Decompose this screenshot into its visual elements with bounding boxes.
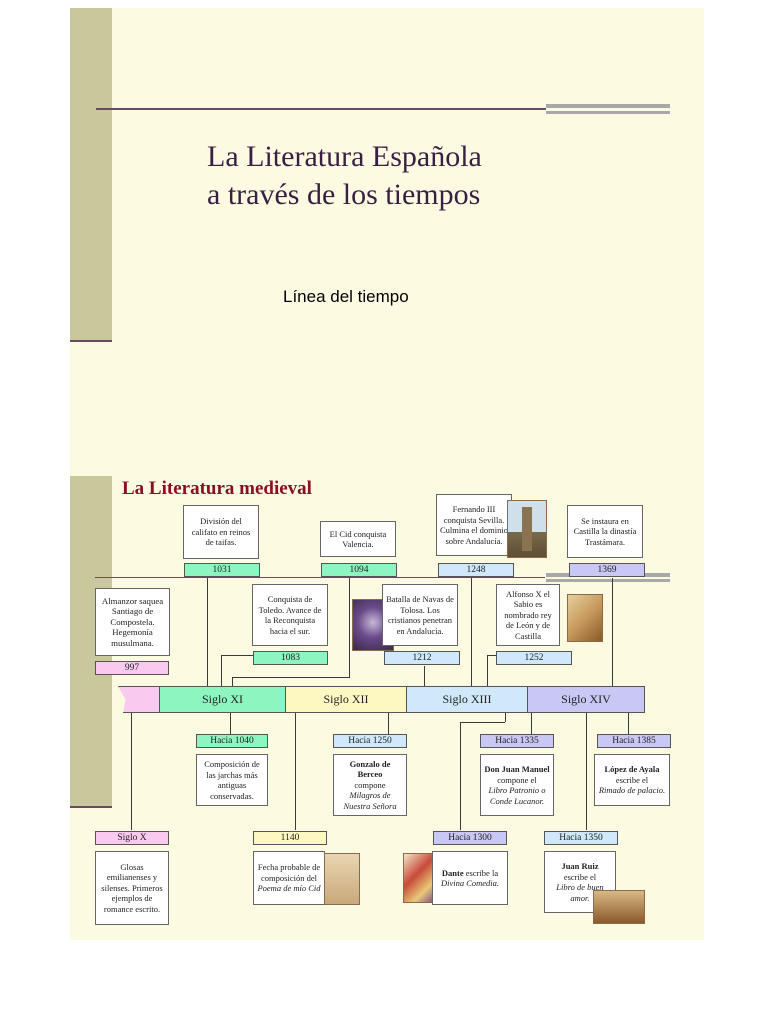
page-title: La Literatura Española a través de los t… [207,138,482,214]
slide1-sidebar-rule [70,340,112,342]
century-siglo-xi: Siglo XI [159,686,286,713]
title-slide: La Literatura Española a través de los t… [70,8,704,476]
date-tag: Hacia 1040 [196,734,268,748]
date-tag: Hacia 1350 [544,831,618,845]
divider-line [95,577,545,578]
work-title: Rimado de palacio. [598,785,666,796]
author-name: Gonzalo de Berceo [349,758,391,780]
literature-verb: compone [354,779,386,790]
title-line-1: La Literatura Española [207,140,482,173]
manuscript-image [567,594,603,642]
slide1-header-rule [96,108,546,110]
slide1-gray-band-2 [546,111,670,114]
connector [487,655,497,656]
work-title: Milagros de Nuestra Señora [343,790,397,811]
connector [207,578,208,686]
connector [295,712,296,830]
work-title: Divina Comedia. [440,878,500,888]
connector [232,677,233,686]
date-tag: 1094 [321,563,397,577]
work-title: Libro Patronio o Conde Lucanor. [488,785,546,806]
page-subtitle: Línea del tiempo [283,287,409,306]
event-text: El Cid conquista Valencia. [320,521,396,557]
connector [471,578,472,686]
connector [221,655,254,656]
connector [586,712,587,830]
literature-text: Gonzalo de Berceo compone Milagros de Nu… [333,754,407,816]
author-name: Don Juan Manuel [484,764,550,774]
date-tag: Hacia 1250 [333,734,407,748]
date-tag: Hacia 1385 [597,734,671,748]
connector [460,722,505,723]
event-text: Almanzor saquea Santiago de Compostela. … [95,588,170,656]
cathedral-image [507,500,547,558]
work-title: Libro de buen amor. [556,882,604,903]
event-text: Alfonso X el Sabio es nombrado rey de Le… [496,584,560,646]
title-line-2: a través de los tiempos [207,178,481,211]
slide2-title: La Literatura medieval [122,478,312,499]
connector [131,712,132,830]
connector [424,666,425,686]
literature-text: López de Ayala escribe el Rimado de pala… [594,754,670,806]
connector [232,677,350,678]
connector [230,712,231,734]
century-siglo-xii: Siglo XII [285,686,407,713]
slide2-sidebar-rule [70,806,112,808]
event-text: Fernando III conquista Sevilla. Culmina … [436,494,512,556]
connector [349,578,350,678]
poem-manuscript-image [324,853,360,905]
work-title: Poema de mío Cid [257,883,321,894]
date-tag: Hacia 1300 [433,831,507,845]
event-text: Batalla de Navas de Tolosa. Los cristian… [382,584,458,646]
century-siglo-xiv: Siglo XIV [527,686,645,713]
literature-verb: escribe el [615,774,649,785]
connector [388,712,389,734]
date-tag: 1031 [184,563,260,577]
literature-text: Composición de las jarchas más antiguas … [196,754,268,806]
slide1-sidebar [70,8,112,340]
date-tag: 997 [95,661,169,675]
literature-verb: compone el [497,774,537,785]
date-tag: 1248 [438,563,514,577]
literature-text: Don Juan Manuel compone el Libro Patroni… [480,754,554,816]
event-text: Conquista de Toledo. Avance de la Reconq… [252,584,328,646]
date-tag: Hacia 1335 [480,734,554,748]
date-tag: Siglo X [95,831,169,845]
literature-text: Dante escribe la Divina Comedia. [432,851,508,905]
century-siglo-xiii: Siglo XIII [406,686,528,713]
date-tag: 1212 [384,651,460,665]
connector [487,655,488,686]
literature-verb: escribe la [465,867,499,878]
date-tag: 1369 [569,563,645,577]
author-name: Dante [441,867,464,878]
connector [628,712,629,734]
event-text: División del califato en reinos de taifa… [183,505,259,559]
author-name: López de Ayala [604,764,660,775]
event-text: Se instaura en Castilla la dinastía Tras… [567,505,643,558]
literature-verb: Fecha probable de composición del [257,862,321,883]
date-tag: 1083 [253,651,328,665]
date-tag: 1252 [496,651,572,665]
date-tag: 1140 [253,831,327,845]
open-book-image [593,890,645,924]
connector [505,712,506,722]
slide1-gray-band [546,104,670,108]
divider-gray-band-2 [546,579,670,582]
connector [460,722,461,830]
author-name: Juan Ruiz [561,861,599,871]
literature-text: Fecha probable de composición del Poema … [253,851,325,905]
literature-text: Glosas emilianenses y silenses. Primeros… [95,851,169,925]
connector [531,712,532,734]
connector [612,578,613,686]
connector [221,655,222,686]
literature-verb: escribe el [563,871,597,882]
